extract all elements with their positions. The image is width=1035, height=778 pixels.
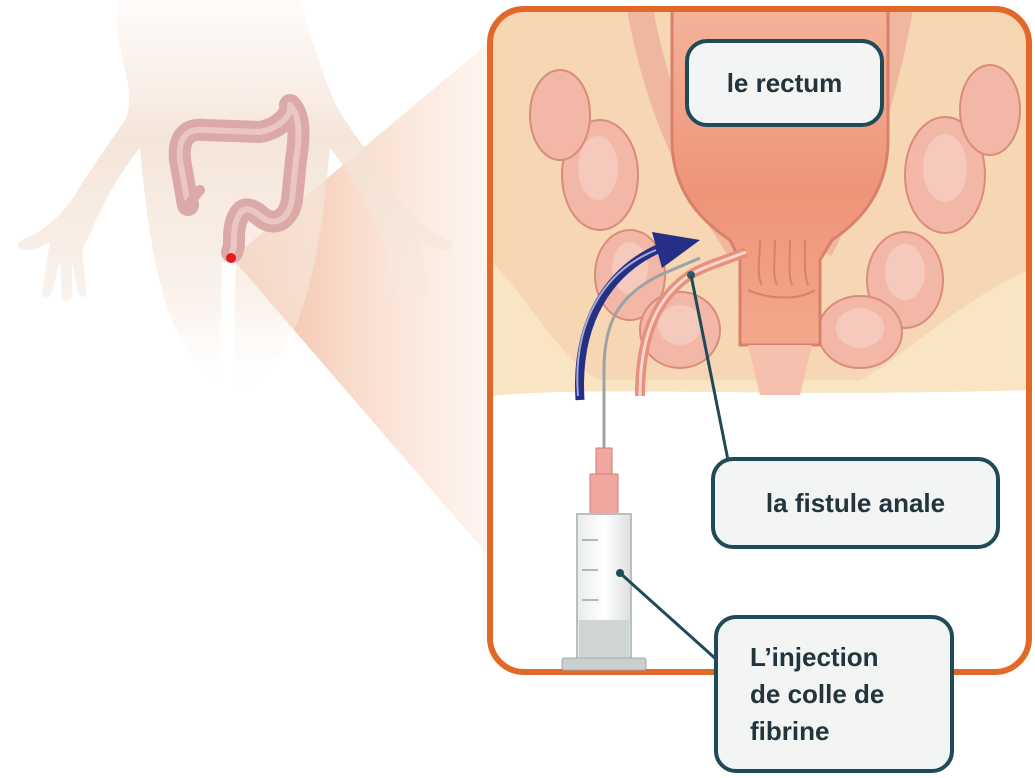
fistula-label-text: la fistule anale: [766, 484, 945, 522]
rectum-label: le rectum: [685, 39, 884, 127]
injection-label: L’injection de colle de fibrine: [714, 615, 954, 773]
rectum-label-text: le rectum: [727, 64, 843, 102]
fistula-label: la fistule anale: [711, 457, 1000, 549]
injection-label-line3: fibrine: [750, 713, 884, 750]
injection-label-line1: L’injection: [750, 639, 884, 676]
location-marker: [226, 253, 236, 263]
injection-label-line2: de colle de: [750, 676, 884, 713]
